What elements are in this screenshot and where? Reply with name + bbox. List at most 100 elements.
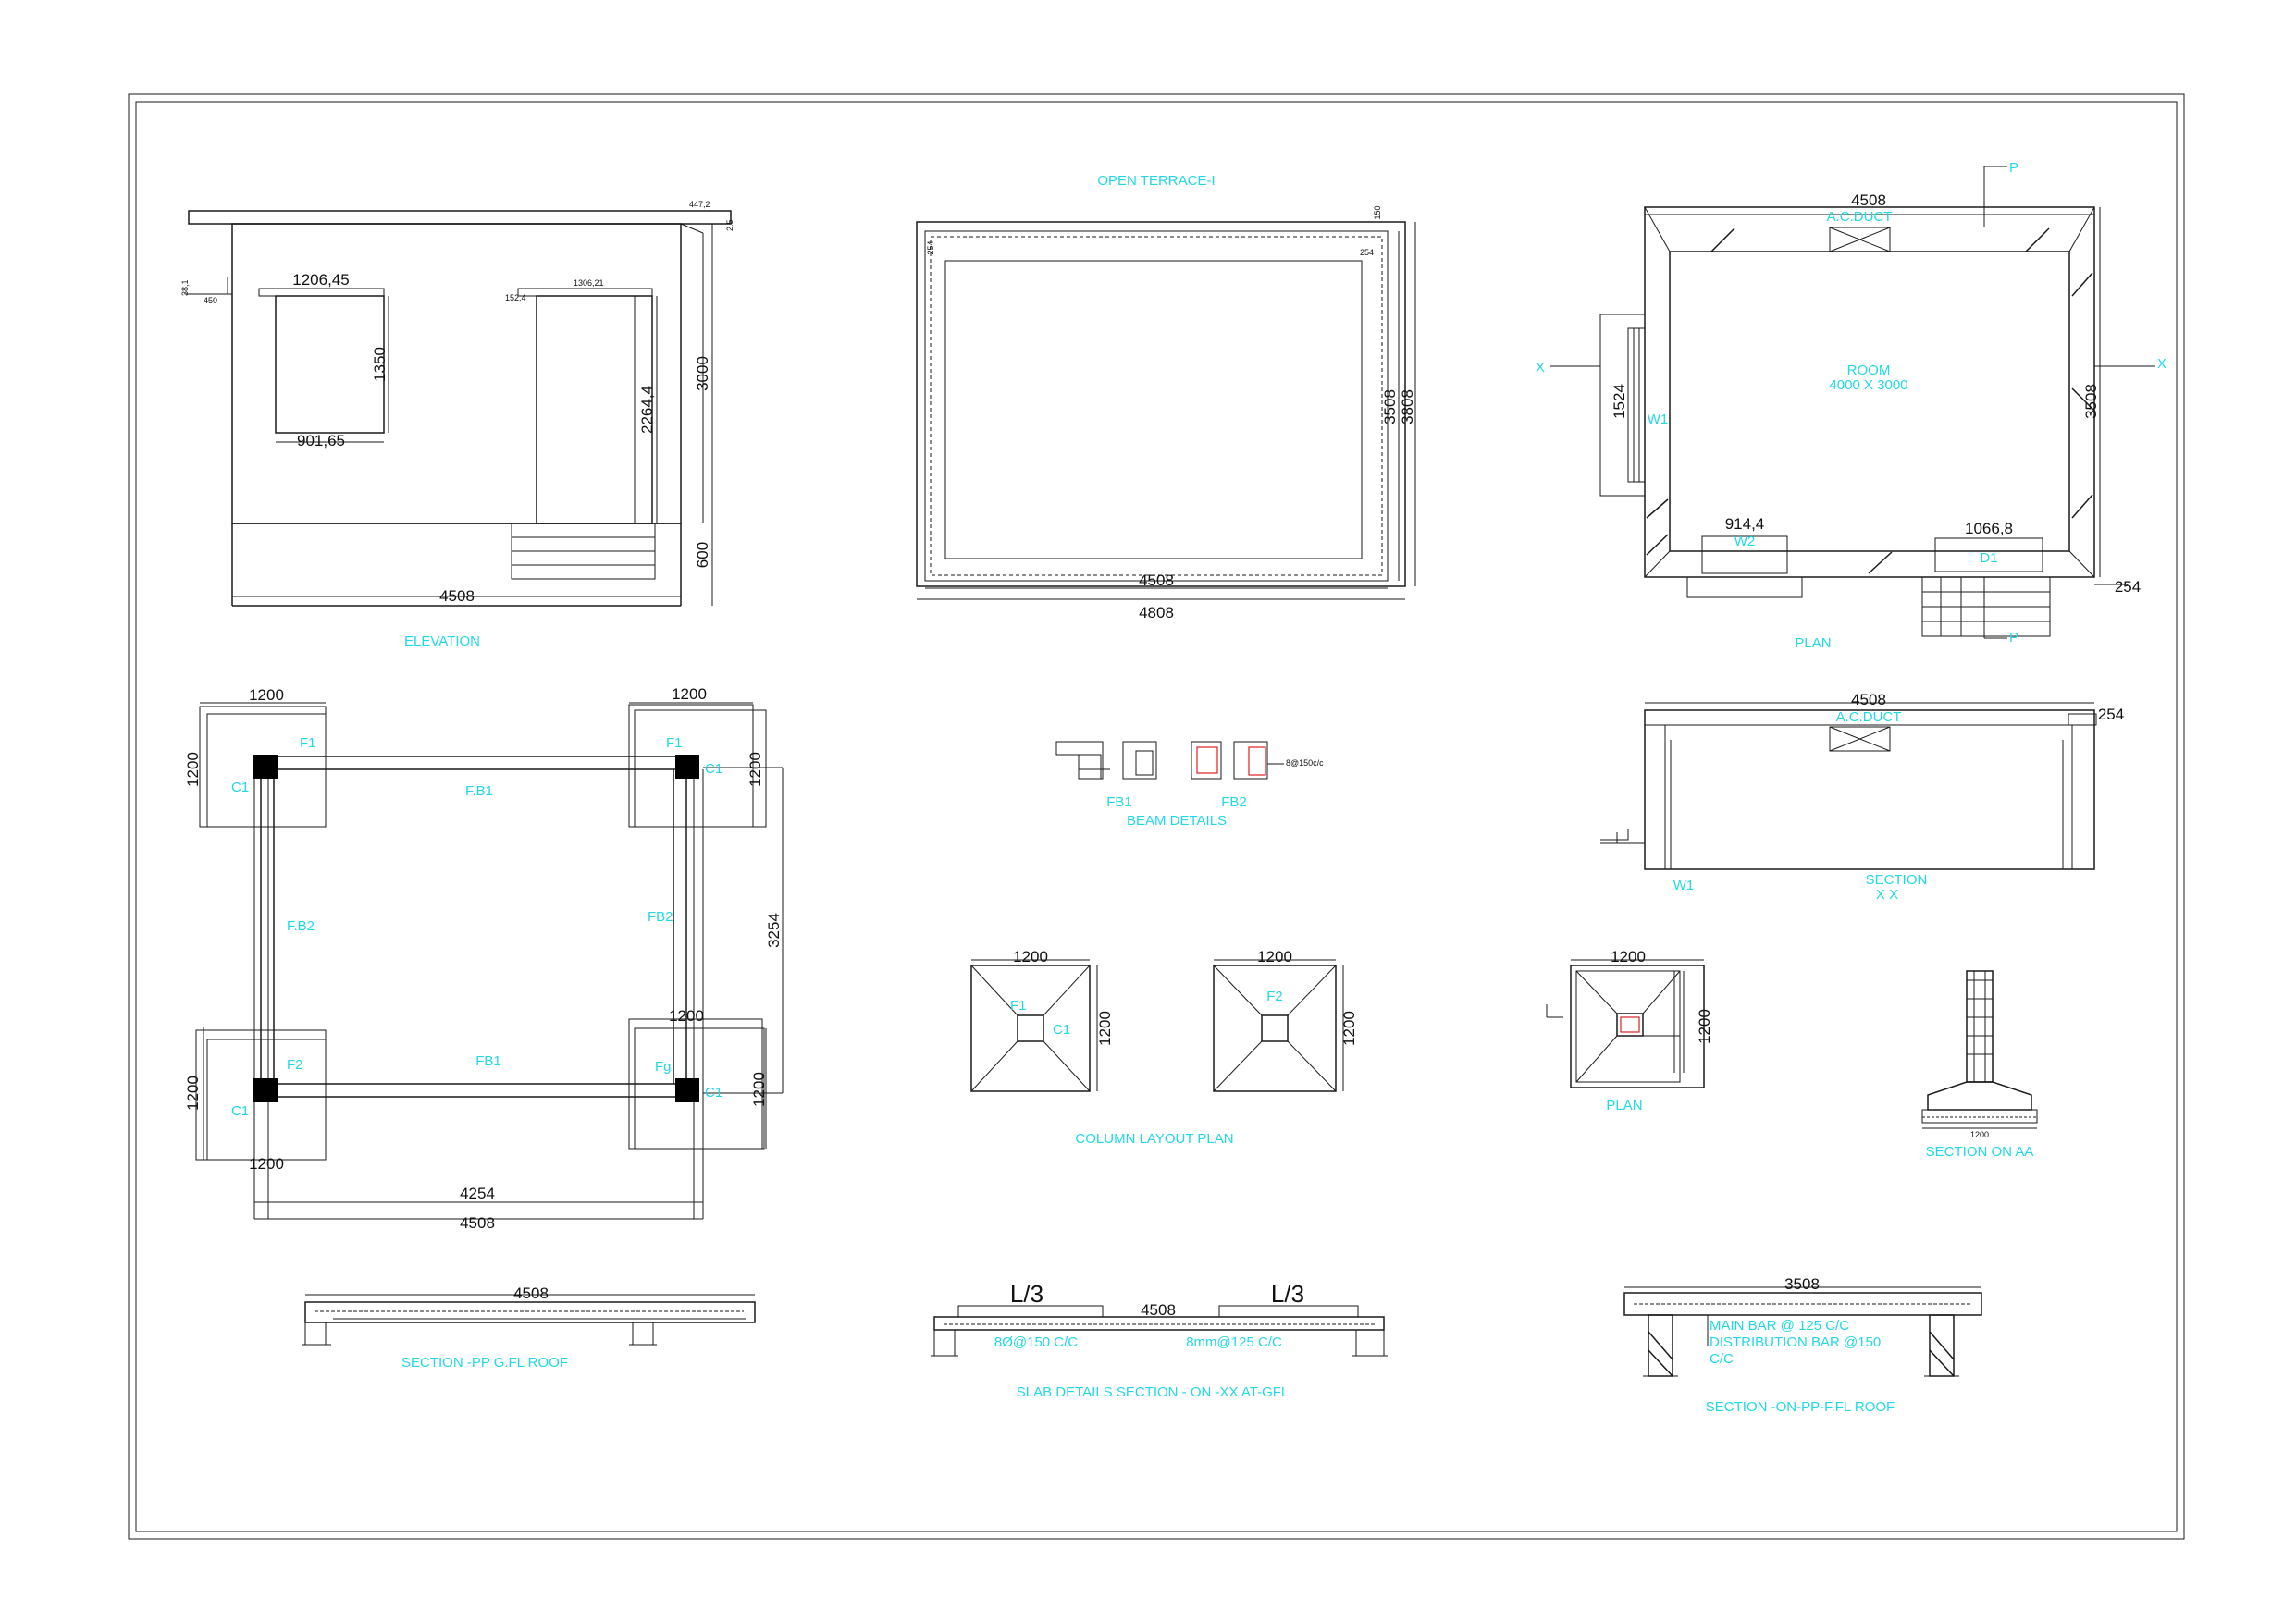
footing-plan-dim-a: 1200 xyxy=(1611,948,1646,965)
section-xx-sub: X X xyxy=(1876,887,1898,903)
plan-dim-wall: 254 xyxy=(2115,578,2141,596)
foundation-c1-c: C1 xyxy=(231,1103,249,1119)
terrace-dim-parapet-top: 150 xyxy=(1373,205,1382,219)
foundation-dim-1200-d: 1200 xyxy=(747,752,764,787)
foundation-dim-1200-c: 1200 xyxy=(184,752,202,787)
slab-bar-a: 8Ø@150 C/C xyxy=(994,1334,1078,1350)
plan-d1-dim: 1066,8 xyxy=(1965,520,2013,537)
beam-stirrup: 8@150c/c xyxy=(1286,758,1324,768)
foundation-dim-3254: 3254 xyxy=(765,913,783,948)
foundation-c1-b: C1 xyxy=(705,761,722,777)
foundation-fb1-top: F.B1 xyxy=(465,783,493,799)
plan-drawing: 4508 3508 254 A.C.DUCT ROOM 4000 X 3000 … xyxy=(1536,160,2166,651)
column-dim-1200-c: 1200 xyxy=(1257,948,1292,965)
plan-w2-dim: 914,4 xyxy=(1725,515,1765,533)
slab-span: 4508 xyxy=(1141,1301,1176,1319)
column-layout-drawing: 1200 1200 1200 1200 F1 C1 F2 COLUMN LAYO… xyxy=(970,948,1358,1147)
section-aa-dim: 1200 xyxy=(1970,1130,1989,1139)
section-aa-title: SECTION ON AA xyxy=(1926,1144,2034,1160)
roof-ff-main-bar: MAIN BAR @ 125 C/C xyxy=(1710,1318,1849,1334)
elevation-dim-width: 4508 xyxy=(439,587,475,605)
plan-w1-label: W1 xyxy=(1648,412,1669,427)
roof-ff-dist-bar: DISTRIBUTION BAR @150 xyxy=(1710,1334,1881,1350)
footing-plan-title: PLAN xyxy=(1606,1098,1642,1113)
foundation-fb1-bottom: FB1 xyxy=(475,1053,501,1069)
elevation-drawing: 4508 3000 600 1206,45 1350 901,65 2264,4… xyxy=(180,200,734,649)
elevation-dim-top-a: 447,2 xyxy=(689,200,710,209)
terrace-dim-inner-h: 3508 xyxy=(1381,389,1399,424)
column-f2: F2 xyxy=(1266,989,1283,1004)
section-xx-wall: 254 xyxy=(2098,706,2124,723)
column-f1: F1 xyxy=(1010,998,1027,1014)
terrace-dim-outer-h: 3808 xyxy=(1399,389,1416,424)
foundation-c1-d: C1 xyxy=(705,1085,722,1100)
plan-section-x-left: X xyxy=(1536,360,1545,375)
foundation-c1-a: C1 xyxy=(231,780,249,795)
plan-w1-dim: 1524 xyxy=(1611,384,1628,419)
roof-ff-title: SECTION -ON-PP-F.FL ROOF xyxy=(1706,1399,1895,1415)
roof-gf-span: 4508 xyxy=(513,1285,549,1302)
slab-l3-left: L/3 xyxy=(1010,1280,1043,1308)
elevation-dim-left: 38,1 xyxy=(180,279,190,296)
plan-dim-width: 4508 xyxy=(1851,191,1886,209)
section-xx-width: 4508 xyxy=(1851,691,1886,708)
plan-section-x-right: X xyxy=(2157,356,2166,372)
elevation-dim-door-h: 2264,4 xyxy=(638,386,656,434)
roof-ff-cc: C/C xyxy=(1710,1351,1734,1367)
elevation-dim-sill-w: 901,65 xyxy=(297,432,345,449)
plan-duct: A.C.DUCT xyxy=(1827,209,1893,225)
elevation-dim-plinth: 600 xyxy=(694,542,711,568)
foundation-f1-a: F1 xyxy=(300,735,316,751)
foundation-fb2-right: FB2 xyxy=(648,909,673,925)
elevation-title: ELEVATION xyxy=(404,633,480,649)
foundation-dim-1200-b: 1200 xyxy=(672,685,707,703)
plan-room-size: 4000 X 3000 xyxy=(1829,377,1907,393)
foundation-dim-1200-g: 1200 xyxy=(669,1007,704,1025)
beam-details-drawing: 8@150c/c FB1 FB2 BEAM DETAILS xyxy=(1055,741,1324,829)
plan-w2-label: W2 xyxy=(1734,534,1756,549)
column-layout-title: COLUMN LAYOUT PLAN xyxy=(1075,1131,1233,1147)
column-c1: C1 xyxy=(1053,1022,1070,1038)
elevation-dim-window-h: 1350 xyxy=(371,347,389,382)
foundation-dim-1200-e: 1200 xyxy=(184,1076,202,1111)
slab-l3-right: L/3 xyxy=(1271,1280,1304,1308)
elevation-dim-side: 152,4 xyxy=(505,293,526,302)
elevation-dim-lintel: 1306,21 xyxy=(574,278,604,288)
terrace-dim-parapet-b: 254 xyxy=(1360,248,1374,257)
beam-fb2: FB2 xyxy=(1221,794,1247,810)
foundation-dim-4508: 4508 xyxy=(460,1214,495,1232)
roof-gf-title: SECTION -PP G.FL ROOF xyxy=(401,1355,568,1371)
plan-dim-height: 3508 xyxy=(2082,384,2100,419)
foundation-fb2-left: F.B2 xyxy=(287,918,315,934)
slab-details-title: SLAB DETAILS SECTION - ON -XX AT-GFL xyxy=(1017,1384,1290,1400)
section-xx-duct: A.C.DUCT xyxy=(1836,709,1902,725)
column-dim-1200-a: 1200 xyxy=(1013,948,1048,965)
section-aa-drawing: 1200 SECTION ON AA xyxy=(1921,970,2038,1160)
section-xx-drawing: 4508 254 A.C.DUCT W1 SECTION X X xyxy=(1600,691,2124,903)
plan-room-name: ROOM xyxy=(1847,363,1891,378)
foundation-dim-1200-f: 1200 xyxy=(750,1072,768,1107)
foundation-fg: Fg xyxy=(655,1059,672,1075)
roof-gf-drawing: 4508 SECTION -PP G.FL ROOF xyxy=(302,1285,756,1371)
terrace-dim-outer-w: 4808 xyxy=(1139,604,1174,621)
foundation-dim-1200-h: 1200 xyxy=(249,1155,284,1173)
foundation-plan-drawing: 1200 1200 1200 1200 1200 1200 1200 1200 … xyxy=(184,685,784,1232)
plan-title: PLAN xyxy=(1795,635,1831,651)
footing-plan-drawing: 1200 1200 PLAN xyxy=(1546,948,1713,1113)
foundation-dim-1200-a: 1200 xyxy=(249,686,284,704)
roof-ff-span: 3508 xyxy=(1784,1275,1820,1293)
section-xx-title: SECTION xyxy=(1866,872,1928,888)
plan-d1-label: D1 xyxy=(1980,550,1997,566)
elevation-dim-height: 3000 xyxy=(694,356,711,391)
section-xx-w1: W1 xyxy=(1673,878,1695,893)
plan-section-p-bottom: P xyxy=(2009,630,2018,646)
elevation-dim-top-b: 2.5 xyxy=(725,219,734,231)
terrace-dim-parapet-a: 254 xyxy=(926,240,935,254)
inner-border xyxy=(135,101,2178,1532)
slab-details-drawing: L/3 L/3 4508 8Ø@150 C/C 8mm@125 C/C SLAB… xyxy=(931,1280,1388,1400)
beam-fb1: FB1 xyxy=(1106,794,1132,810)
terrace-dim-inner-w: 4508 xyxy=(1139,572,1174,589)
roof-ff-drawing: 3508 MAIN BAR @ 125 C/C DISTRIBUTION BAR… xyxy=(1623,1275,1982,1415)
terrace-drawing: 4508 4808 3508 3808 254 254 150 OPEN TER… xyxy=(916,173,1416,621)
